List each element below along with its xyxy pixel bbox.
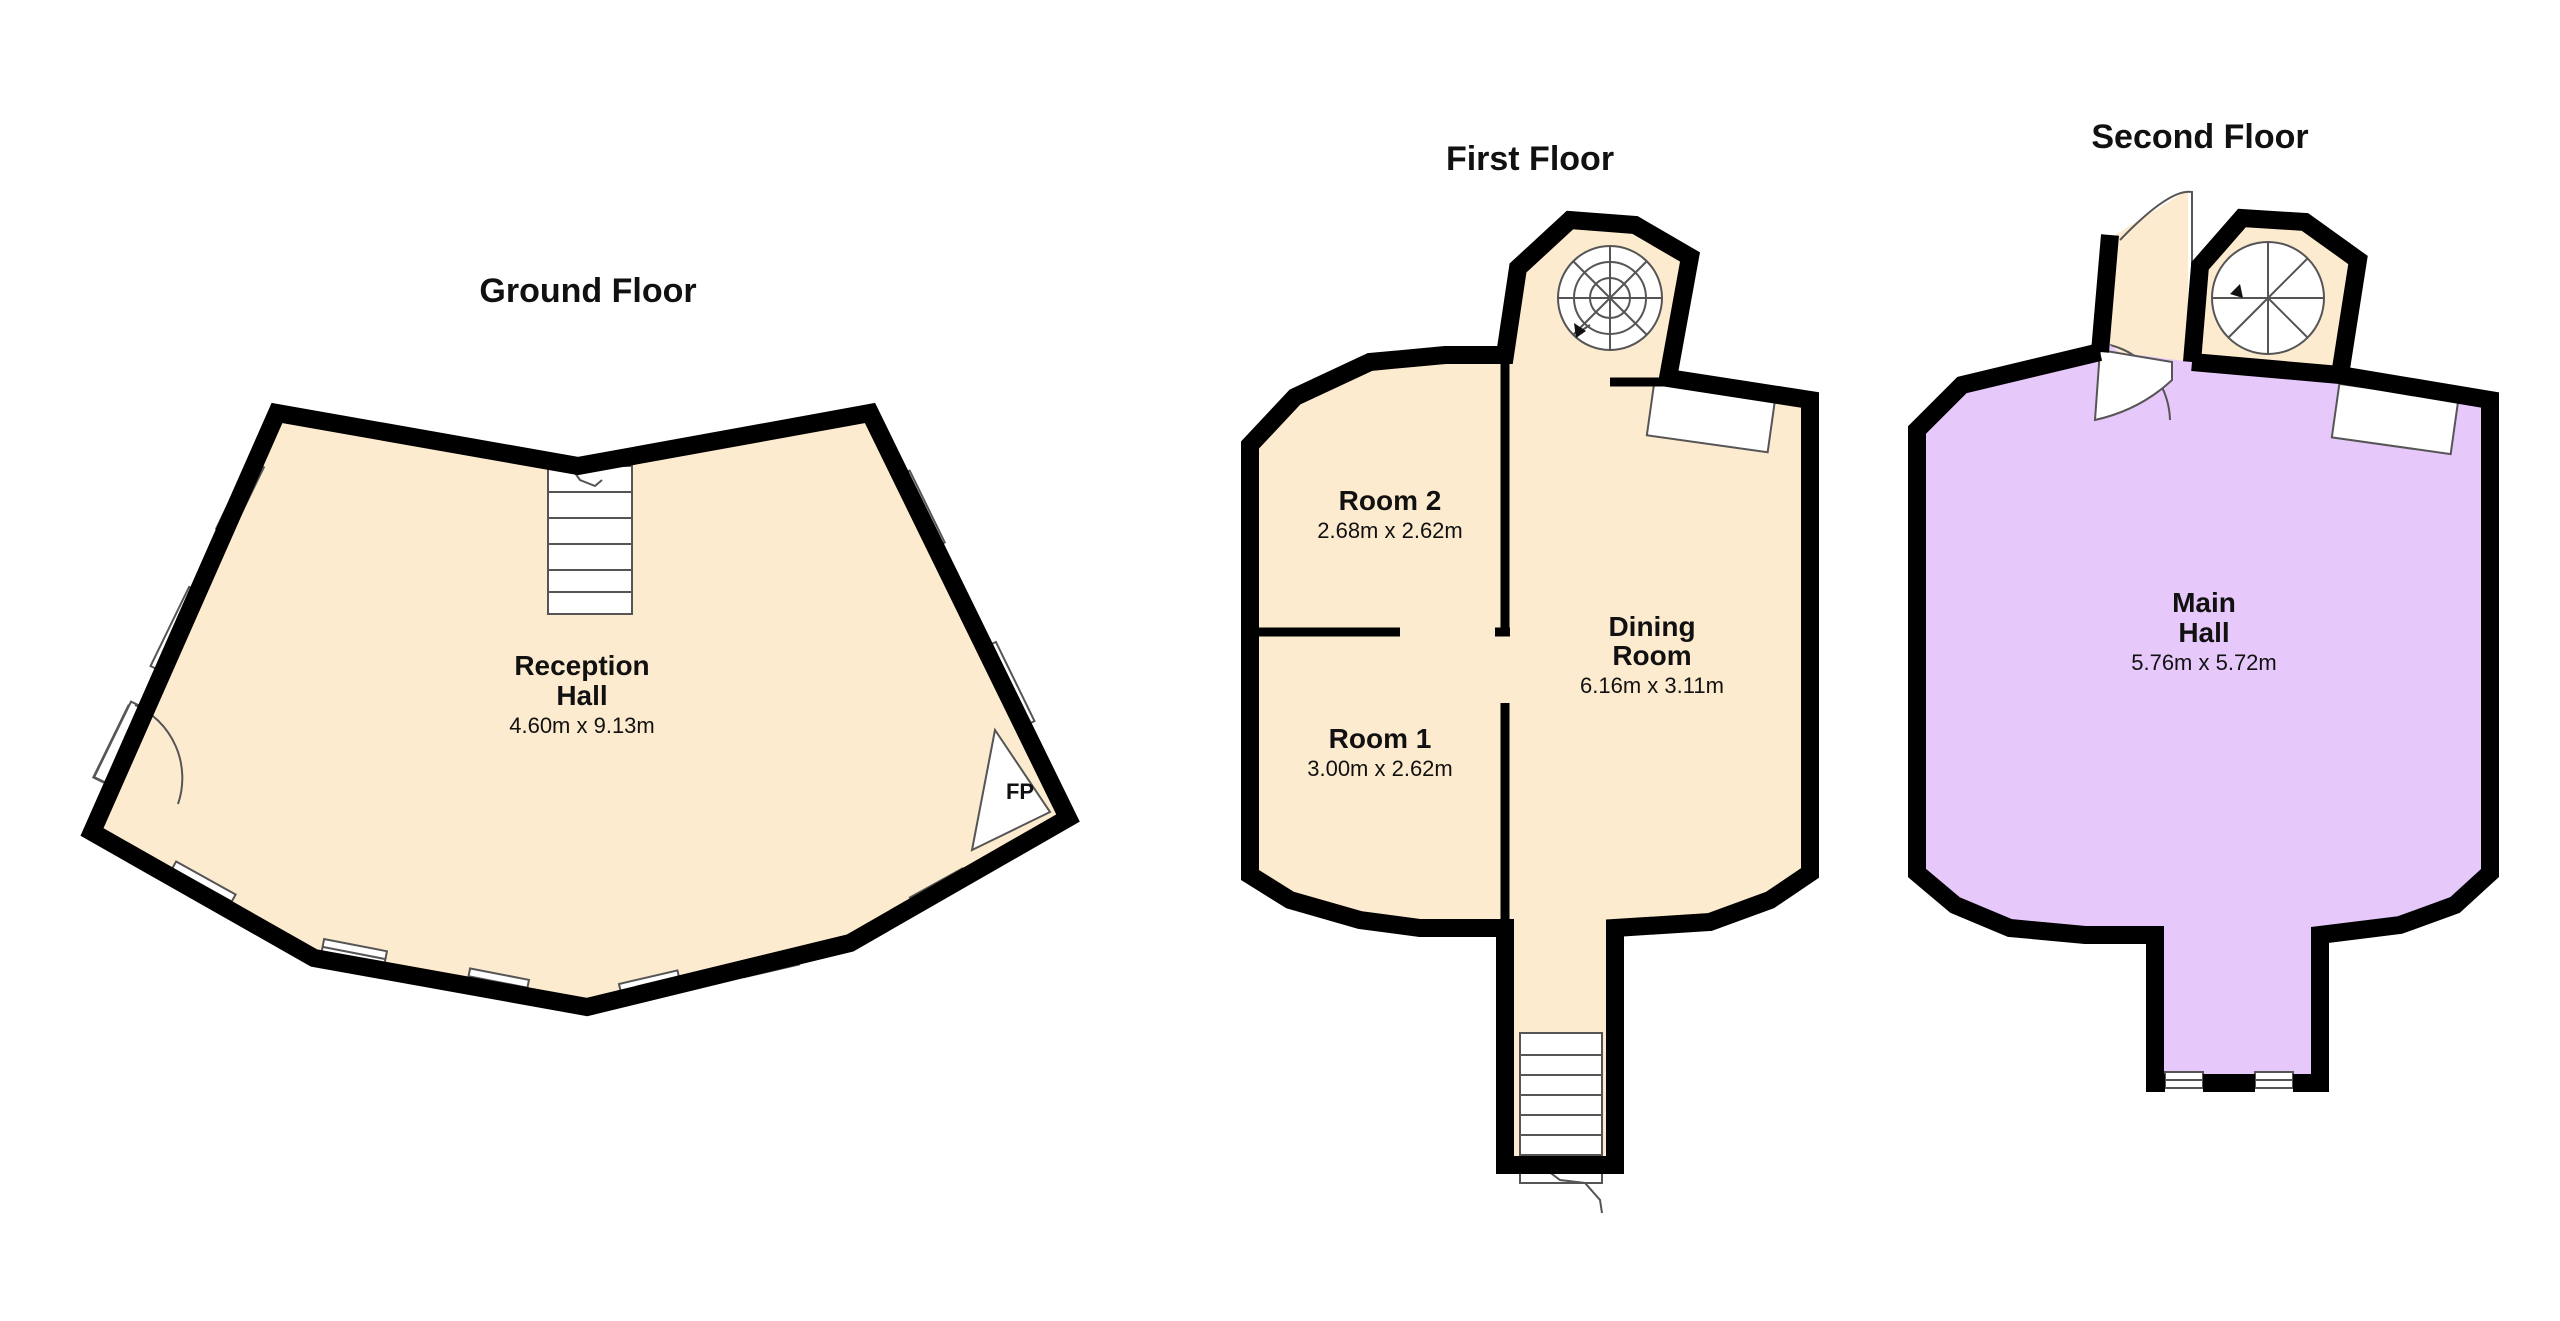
main-hall-name-line2: Hall [2178, 617, 2229, 648]
second-windows [2164, 1071, 2294, 1089]
first-interior-walls [1255, 360, 1668, 925]
reception-hall-fill [92, 413, 1068, 1007]
first-floor-fill [1250, 220, 1810, 1165]
ground-floor-walls [80, 402, 1080, 1017]
dining-room-name-line2: Room [1612, 640, 1691, 671]
ground-floor: Ground Floor [80, 272, 1080, 1017]
second-turret-walls [2183, 208, 2368, 385]
room-1-dimensions: 3.00m x 2.62m [1307, 756, 1453, 781]
first-floor-walls [1241, 210, 1819, 1174]
first-exterior-staircase [1519, 1032, 1603, 1214]
second-floor-walls-c [2293, 366, 2499, 1092]
second-landing-fill [2100, 190, 2188, 362]
second-floor-walls [1908, 343, 2165, 1092]
main-hall-name: Main [2172, 587, 2236, 618]
fireplace-label: FP [1006, 779, 1034, 804]
window [2254, 1071, 2294, 1089]
ground-floor-title: Ground Floor [479, 272, 696, 310]
second-door [2093, 190, 2193, 422]
second-landing-wall [2091, 234, 2119, 353]
fireplace: FP [970, 727, 1052, 852]
dining-room-dimensions: 6.16m x 3.11m [1580, 673, 1724, 698]
room-1-name: Room 1 [1329, 723, 1432, 754]
reception-hall-name-line2: Hall [556, 680, 607, 711]
room-2-name: Room 2 [1339, 485, 1442, 516]
second-floor-title: Second Floor [2091, 118, 2308, 156]
first-floor: First Floor [1241, 140, 1819, 1214]
ground-staircase [547, 465, 633, 615]
reception-hall-name: Reception [514, 650, 649, 681]
second-spiral-staircase [2211, 241, 2325, 355]
main-hall-fill [1917, 350, 2490, 1083]
reception-hall-dimensions: 4.60m x 9.13m [509, 713, 655, 738]
window [2164, 1071, 2204, 1089]
dining-room-name: Dining [1608, 611, 1695, 642]
first-spiral-staircase [1557, 245, 1663, 351]
main-hall-dimensions: 5.76m x 5.72m [2131, 650, 2277, 675]
first-floor-title: First Floor [1446, 140, 1614, 178]
second-floor: Second Floor [1908, 118, 2499, 1092]
room-2-dimensions: 2.68m x 2.62m [1317, 518, 1463, 543]
